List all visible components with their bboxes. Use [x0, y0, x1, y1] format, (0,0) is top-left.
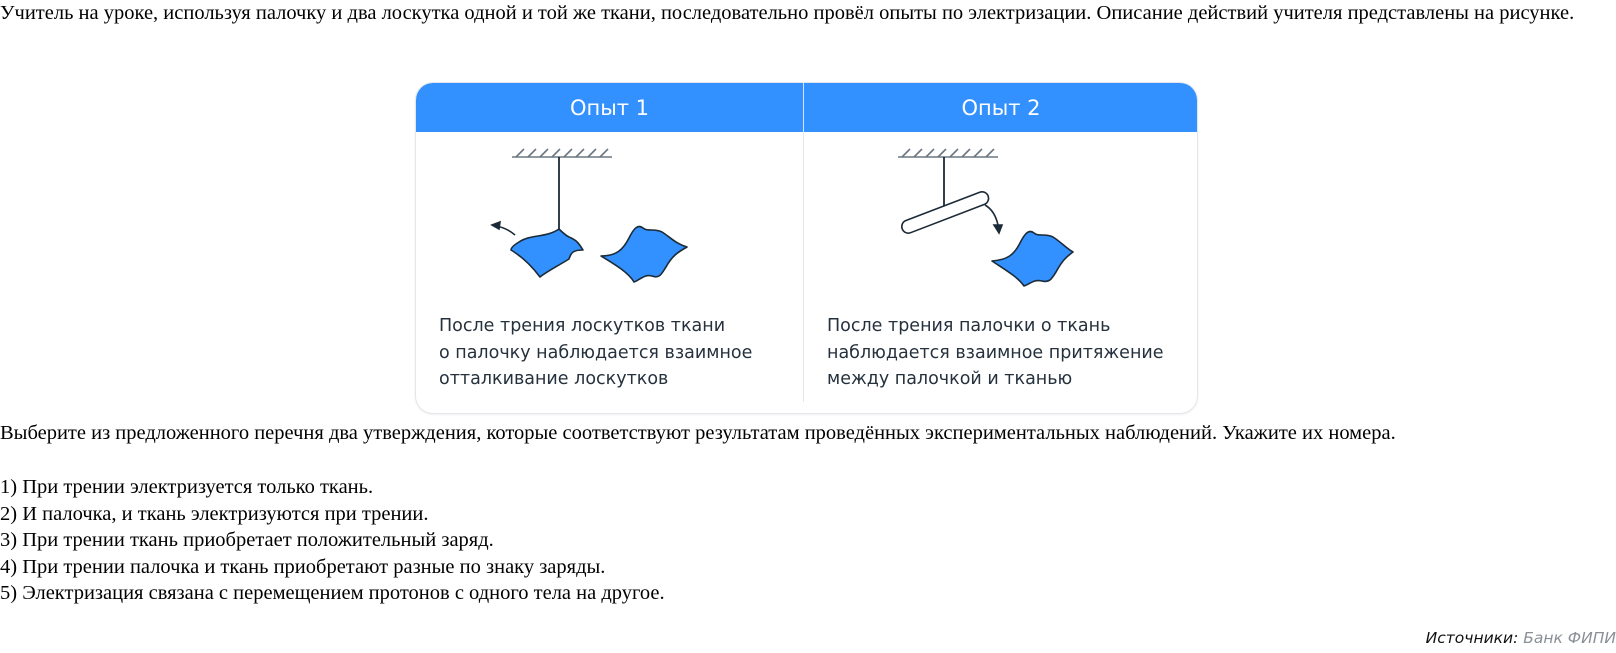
source-label: Источники: — [1425, 629, 1519, 647]
hanging-rod-icon — [901, 191, 990, 234]
answer-options: 1) При трении электризуется только ткань… — [0, 474, 665, 607]
option-4: 4) При трении палочка и ткань приобретаю… — [0, 555, 606, 578]
ceiling-hatch-icon — [512, 148, 612, 158]
panel-divider — [803, 132, 804, 402]
option-1: 1) При трении электризуется только ткань… — [0, 476, 374, 498]
figure-header: Опыт 1 Опыт 2 — [416, 83, 1197, 132]
task-intro: Учитель на уроке, используя палочку и дв… — [0, 2, 1575, 24]
option-3: 3) При трении ткань приобретает положите… — [0, 529, 494, 551]
source-attribution: Источники: Банк ФИПИ — [1426, 629, 1616, 647]
experiment-1-caption: После трения лоскутков ткани о палочку н… — [439, 316, 753, 389]
experiment-2-panel: После трения палочки о ткань наблюдается… — [804, 132, 1197, 413]
cloth-icon — [600, 225, 688, 283]
task-question: Выберите из предложенного перечня два ут… — [0, 422, 1396, 444]
experiment-figure: Опыт 1 Опыт 2 После т — [415, 82, 1198, 414]
experiment-2-title: Опыт 2 — [961, 95, 1041, 120]
experiment-1-illustration — [490, 148, 688, 283]
hanging-cloth-icon — [510, 228, 584, 278]
ceiling-hatch-icon — [898, 148, 998, 158]
experiment-1-panel: После трения лоскутков ткани о палочку н… — [416, 132, 803, 413]
experiment-2-caption: После трения палочки о ткань наблюдается… — [827, 316, 1164, 389]
experiment-2-illustration — [898, 148, 1074, 287]
experiment-1-title: Опыт 1 — [416, 83, 804, 132]
arrow-attract-icon — [984, 204, 1004, 235]
source-link[interactable]: Банк ФИПИ — [1523, 629, 1616, 647]
option-5: 5) Электризация связана с перемещением п… — [0, 582, 665, 604]
option-2: 2) И палочка, и ткань электризуются при … — [0, 502, 429, 525]
cloth-icon — [991, 230, 1074, 287]
arrow-repel-icon — [490, 220, 516, 236]
